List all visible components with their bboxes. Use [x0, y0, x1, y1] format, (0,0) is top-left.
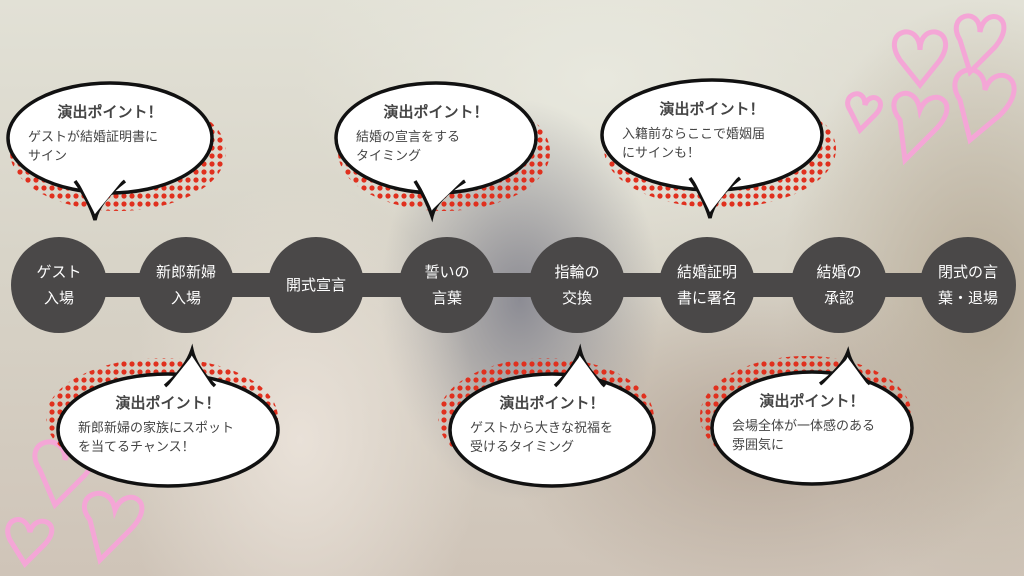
bubble-body: 会場全体が一体感のある 雰囲気に — [732, 419, 876, 453]
bubble-title: 演出ポイント！ — [659, 100, 765, 118]
heart-icons-top-right — [845, 13, 1017, 166]
timeline-step: 開式宣言 — [268, 237, 364, 333]
bubble-body: ゲストから大きな祝福を 受けるタイミング — [470, 421, 614, 455]
bubble-text: 演出ポイント！ 入籍前ならここで婚姻届 にサインも！ — [622, 98, 802, 163]
timeline-step: 指輪の 交換 — [529, 237, 625, 333]
bubble-title: 演出ポイント！ — [759, 392, 865, 410]
timeline-step: ゲスト 入場 — [11, 237, 107, 333]
bubble-body: ゲストが結婚証明書に サイン — [28, 130, 159, 164]
timeline-step: 結婚の 承認 — [791, 237, 887, 333]
bubble-text: 演出ポイント！ 会場全体が一体感のある 雰囲気に — [732, 390, 892, 455]
bubble-body: 新郎新婦の家族にスポット を当てるチャンス！ — [78, 421, 235, 455]
timeline-step: 新郎新婦 入場 — [138, 237, 234, 333]
speech-bubble — [600, 78, 836, 219]
bubble-text: 演出ポイント！ 新郎新婦の家族にスポット を当てるチャンス！ — [78, 392, 258, 457]
bubble-title: 演出ポイント！ — [499, 394, 605, 412]
speech-bubble — [438, 343, 656, 488]
bubble-text: 演出ポイント！ 結婚の宣言をする タイミング — [356, 101, 516, 166]
timeline-step: 結婚証明 書に署名 — [659, 237, 755, 333]
bubble-title: 演出ポイント！ — [383, 103, 489, 121]
bubble-body: 入籍前ならここで婚姻届 にサインも！ — [622, 127, 766, 161]
bubble-title: 演出ポイント！ — [115, 394, 221, 412]
timeline-step: 誓いの 言葉 — [399, 237, 495, 333]
speech-bubble — [700, 346, 914, 486]
speech-bubble — [334, 81, 550, 223]
bubble-title: 演出ポイント！ — [57, 103, 163, 121]
bubble-text: 演出ポイント！ ゲストから大きな祝福を 受けるタイミング — [470, 392, 634, 457]
bubble-body: 結婚の宣言をする タイミング — [356, 130, 461, 164]
speech-bubble — [46, 343, 280, 488]
bubble-text: 演出ポイント！ ゲストが結婚証明書に サイン — [28, 101, 192, 166]
timeline-step: 閉式の言 葉・退場 — [920, 237, 1016, 333]
speech-bubble — [6, 81, 226, 221]
